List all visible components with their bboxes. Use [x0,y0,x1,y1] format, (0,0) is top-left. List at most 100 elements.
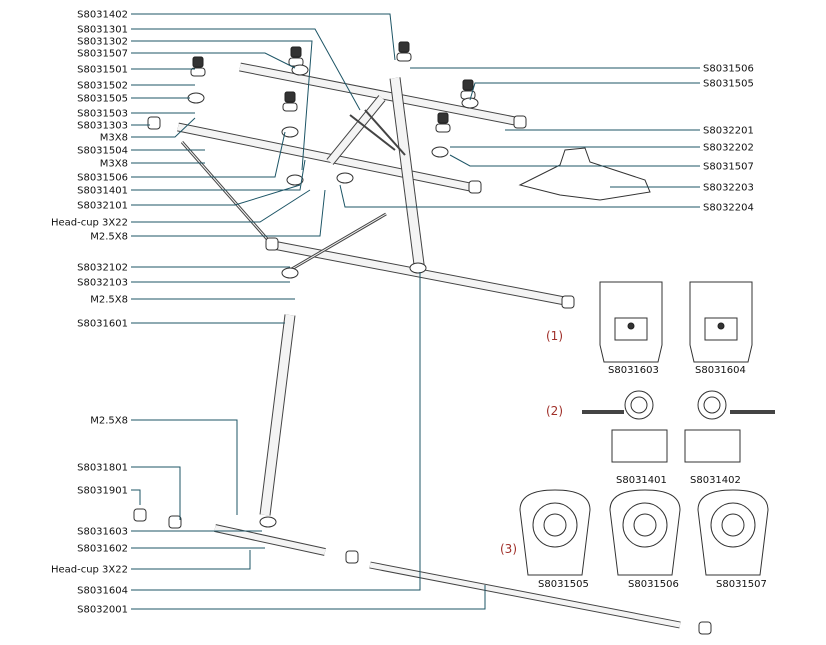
knob [284,91,296,103]
end-cap [133,508,147,522]
tube [289,213,387,271]
clamp-joint [286,174,304,186]
detail-part-label: S8031401 [616,475,667,486]
clamp [190,67,206,77]
part-label: S8031301 [77,25,128,36]
clamp [435,123,451,133]
part-label: M3X8 [100,133,128,144]
detail-part-label: S8031604 [695,365,746,376]
part-label: S8031801 [77,463,128,474]
tube [181,141,269,241]
part-label: S8032001 [77,605,128,616]
end-cap [168,515,182,529]
part-label: S8031505 [703,79,754,90]
clamp [396,52,412,62]
clamp-joint [187,92,205,104]
leader-line [131,550,251,570]
leader-line [131,40,313,171]
part-label: S8032203 [703,183,754,194]
leader-line [131,13,396,61]
end-cap [698,621,712,635]
knob [437,112,449,124]
part-label: S8031501 [77,65,128,76]
knob-center [633,513,657,537]
knob [398,41,410,53]
part-label: M3X8 [100,159,128,170]
clamp-joint [281,126,299,138]
detail-marker: (1) [546,329,563,343]
detail-part-label: S8031507 [716,579,767,590]
detail-part-label: S8031603 [608,365,659,376]
tube [327,95,385,165]
clamp-joint [336,172,354,184]
tube [364,109,406,156]
leader-line [131,52,296,69]
detail-part-label: S8031506 [628,579,679,590]
clamp-joint [431,146,449,158]
detail-part-label: S8031505 [538,579,589,590]
part-label: S8031507 [77,49,128,60]
part-label: M2.5X8 [90,295,128,306]
tube [177,123,471,191]
clamp [282,102,298,112]
end-cap [513,115,527,129]
knob [462,79,474,91]
end-cap [265,237,279,251]
leader-line [131,28,361,111]
leader-line [131,131,286,178]
knob-center [543,513,567,537]
clamp-joint [409,262,427,274]
tube [349,114,396,151]
part-label: M2.5X8 [90,232,128,243]
clamp-joint [281,267,299,279]
part-labels: S8031402S8031301S8031302S8031507S8031501… [51,10,754,616]
leader-line [131,184,301,206]
clamp-body [611,429,668,463]
part-label: S8031505 [77,94,128,105]
tube [390,77,425,273]
part-label: S8031504 [77,146,128,157]
knob [192,56,204,68]
detail-marker: (3) [500,542,517,556]
part-label: S8032102 [77,263,128,274]
clamp-joint [291,64,309,76]
mounting-plate [518,147,651,201]
part-label: Head-cup 3X22 [51,218,128,229]
leader-line [131,489,141,505]
screw-hole [717,322,725,330]
clamp-joint [259,516,277,528]
screw-hole [627,322,635,330]
tube [260,314,295,516]
end-cap [345,550,359,564]
leader-line [131,585,486,610]
tube [239,63,521,126]
tube [369,562,681,628]
part-label: S8031506 [703,64,754,75]
part-label: S8032202 [703,143,754,154]
part-label: M2.5X8 [90,416,128,427]
knob-center [721,513,745,537]
leader-line [131,117,196,138]
knob [290,46,302,58]
tube [214,525,326,555]
clamp-joint [461,97,479,109]
part-label: S8031506 [77,173,128,184]
end-cap [468,180,482,194]
part-label: S8031503 [77,109,128,120]
part-label: S8031303 [77,121,128,132]
part-label: S8031602 [77,544,128,555]
part-label: S8032103 [77,278,128,289]
clamp-hole [630,396,648,414]
part-label: S8031901 [77,486,128,497]
part-label: S8031402 [77,10,128,21]
part-label: S8031603 [77,527,128,538]
clamp-hole [703,396,721,414]
leader-lines [131,13,700,610]
clamp-body [684,429,741,463]
part-label: S8032204 [703,203,754,214]
detail-marker: (2) [546,404,563,418]
leader-line [131,272,421,591]
